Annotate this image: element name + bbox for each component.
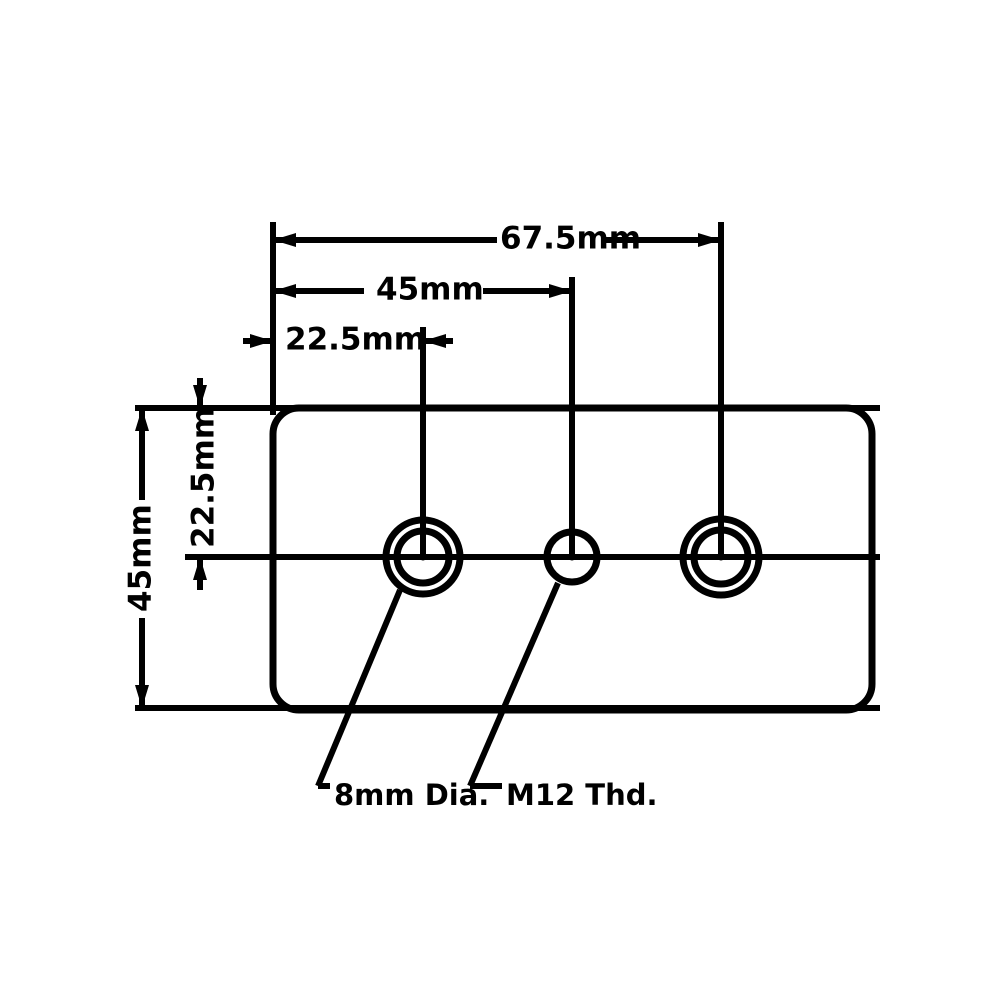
leader-m12-slant [467, 581, 561, 788]
dim-45v-arrow-bottom [135, 685, 149, 708]
callout-m12-thd-label: M12 Thd. [506, 778, 658, 812]
dim-22-5h-arrow-left [250, 334, 273, 348]
leader-m12-thd [467, 581, 561, 789]
dim-67-5-arrow-right [698, 233, 721, 247]
dimension-45mm-vertical: 45mm [123, 408, 159, 708]
dimension-45mm-horizontal: 45mm [273, 272, 572, 308]
dim-22-5v-label: 22.5mm [186, 407, 222, 548]
dim-45h-arrow-left [273, 284, 296, 298]
dim-22-5v-arrow-top [193, 385, 207, 408]
dim-22-5h-arrow-right [423, 334, 446, 348]
dim-45v-label: 45mm [123, 504, 159, 612]
dimension-22-5mm-horizontal: 22.5mm [243, 322, 453, 358]
dim-22-5h-label: 22.5mm [285, 322, 426, 358]
dimension-67-5mm: 67.5mm [273, 221, 721, 257]
leader-8mm-dia [315, 588, 403, 789]
hole-centerlines-vertical [270, 222, 724, 557]
witness-lines-top [135, 405, 880, 711]
dim-45h-label: 45mm [376, 272, 484, 308]
dim-67-5-arrow-left [273, 233, 296, 247]
dim-45h-arrow-right [549, 284, 572, 298]
dim-22-5v-arrow-bottom [193, 557, 207, 580]
dim-45v-arrow-top [135, 408, 149, 431]
dimension-22-5mm-vertical: 22.5mm [186, 378, 222, 590]
dim-67-5-label: 67.5mm [500, 221, 641, 257]
leader-8mm-slant [315, 588, 403, 788]
callout-8mm-dia-label: 8mm Dia. [334, 778, 489, 812]
